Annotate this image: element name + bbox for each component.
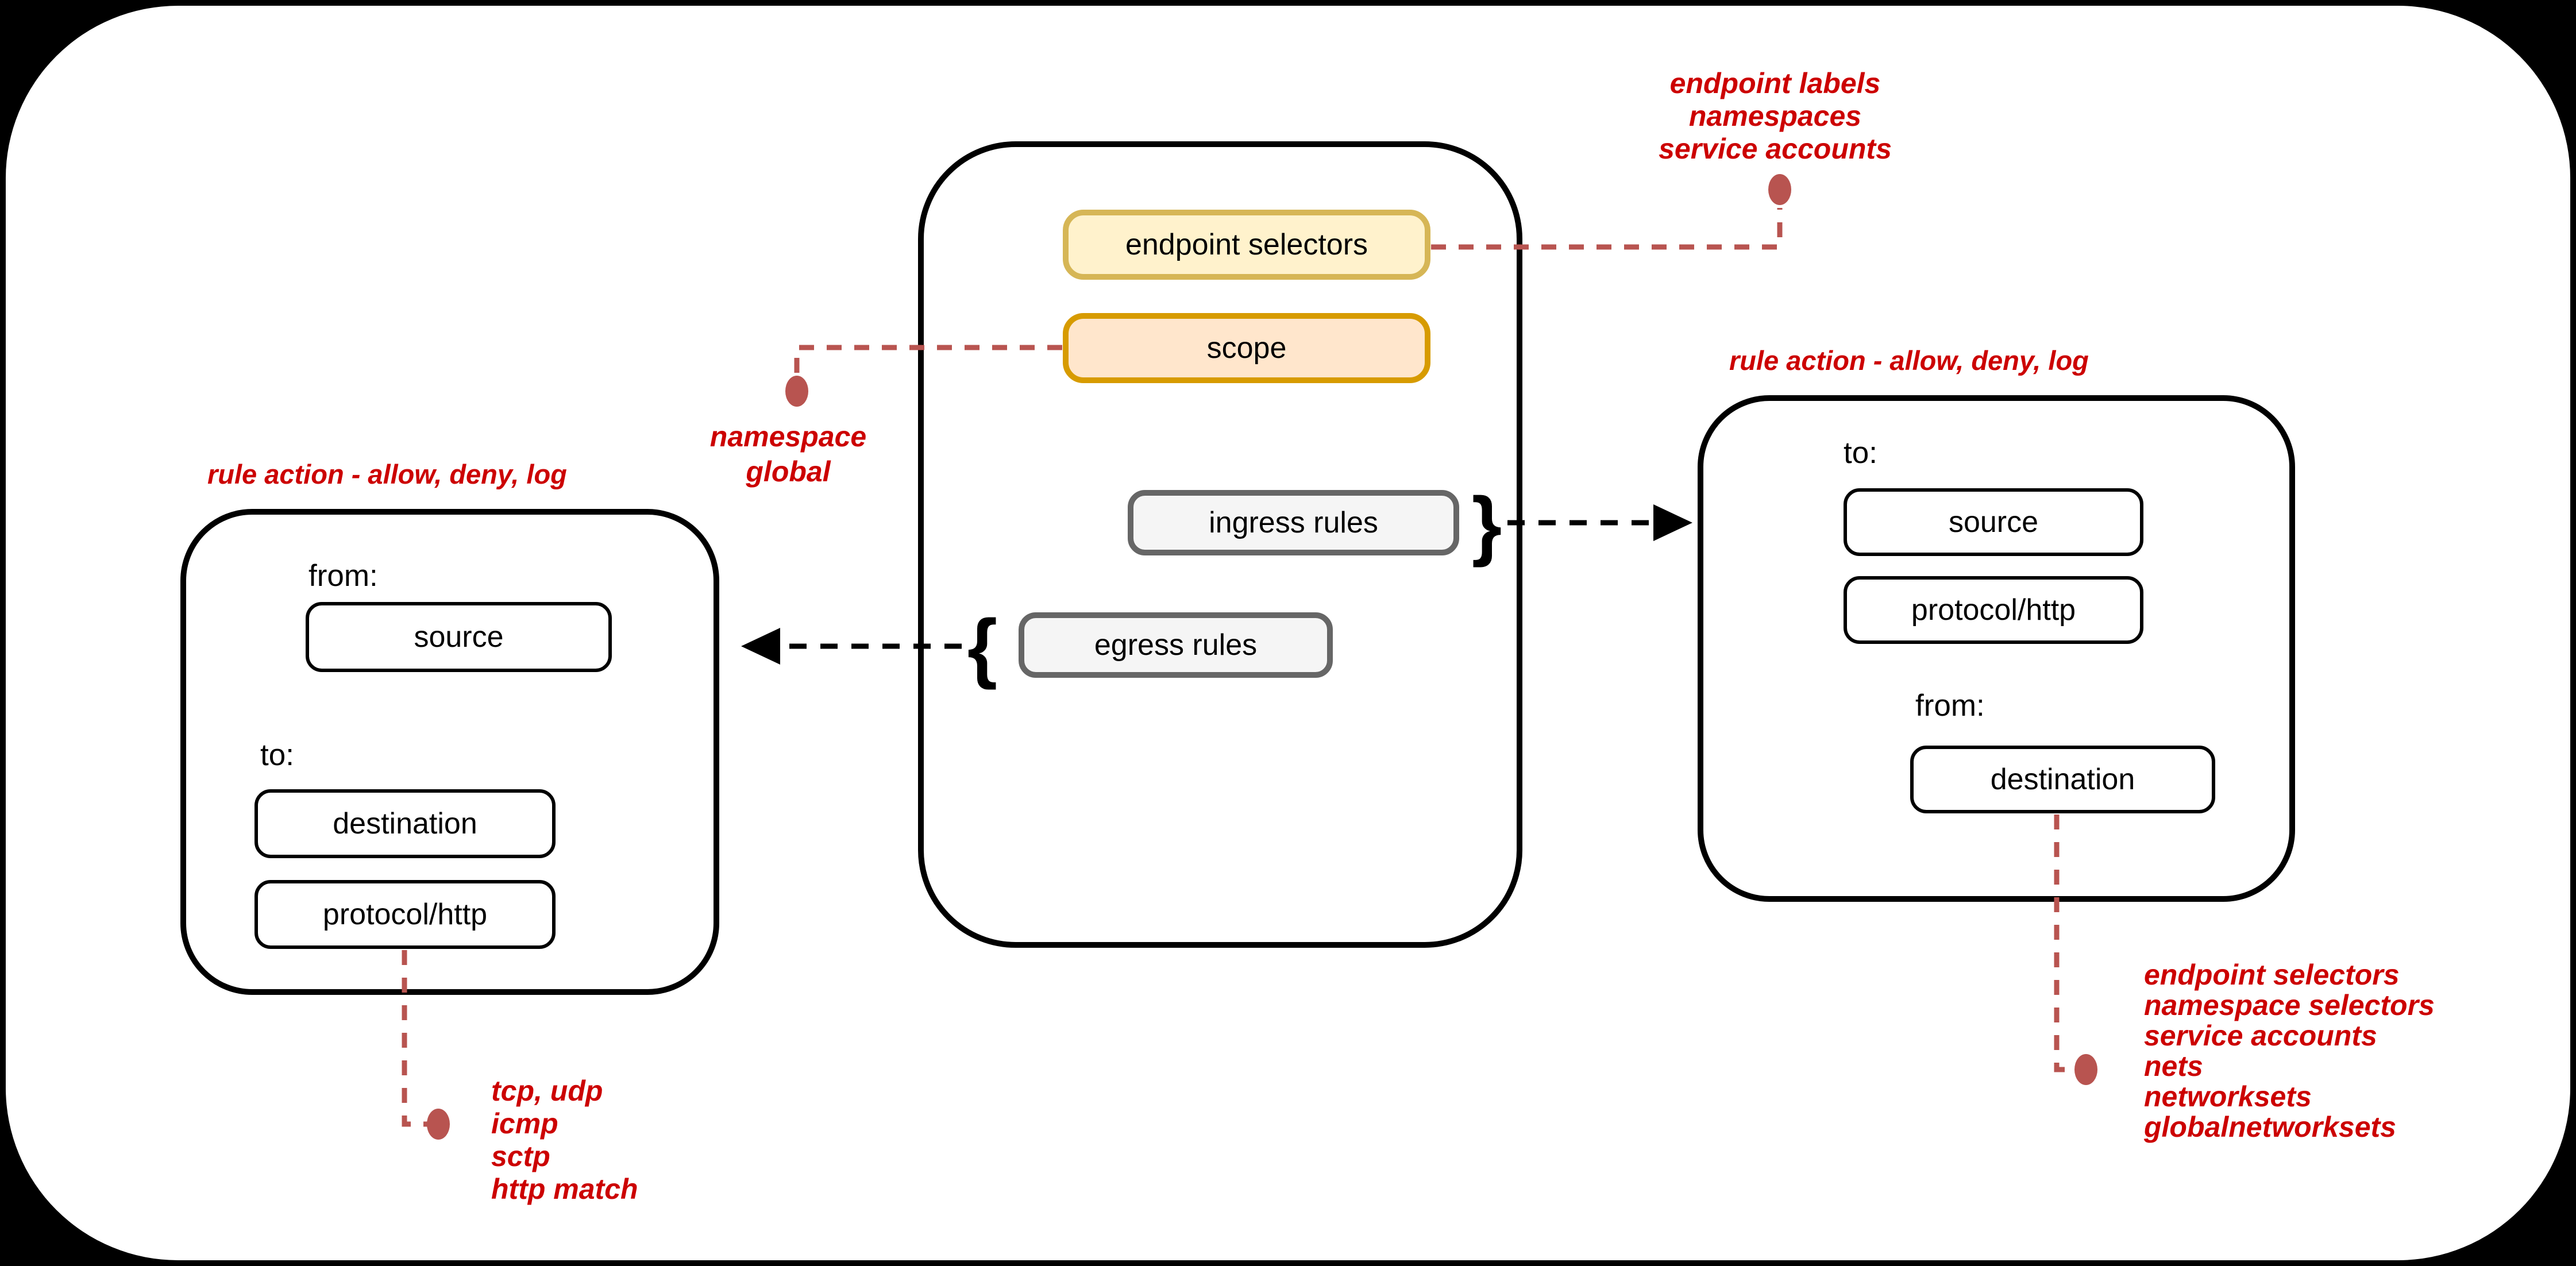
connector-dot bbox=[1768, 174, 1791, 205]
egress-destination-label: destination bbox=[333, 807, 477, 840]
egress-destination-box: destination bbox=[254, 789, 556, 858]
egress-protocol-label: protocol/http bbox=[322, 898, 488, 931]
ingress-arrow bbox=[1507, 504, 1692, 541]
egress-to-label: to: bbox=[260, 738, 294, 772]
egress-source-label: source bbox=[414, 620, 504, 654]
arrowhead-left bbox=[741, 628, 780, 665]
connector-dot bbox=[427, 1109, 450, 1140]
destination-note: endpoint selectors namespace selectors s… bbox=[2144, 959, 2435, 1143]
egress-rules-box: egress rules bbox=[1019, 612, 1333, 678]
ingress-brace-glyph: } bbox=[1471, 481, 1502, 568]
ingress-protocol-box: protocol/http bbox=[1844, 576, 2143, 644]
ingress-source-label: source bbox=[1948, 505, 2039, 539]
egress-from-label: from: bbox=[308, 559, 378, 593]
endpoint-selectors-note: endpoint labels namespaces service accou… bbox=[1659, 67, 1892, 165]
endpoint-selectors-label: endpoint selectors bbox=[1125, 228, 1368, 261]
ingress-detail-container bbox=[1698, 395, 2295, 902]
endpoint-selectors-box: endpoint selectors bbox=[1063, 210, 1430, 280]
ingress-destination-box: destination bbox=[1910, 746, 2215, 813]
egress-rule-action-title: rule action - allow, deny, log bbox=[207, 459, 567, 489]
ingress-to-label: to: bbox=[1844, 436, 1877, 470]
scope-note: namespace global bbox=[709, 420, 867, 488]
egress-brace-glyph: { bbox=[967, 603, 998, 690]
ingress-from-label: from: bbox=[1915, 689, 1985, 723]
diagram-canvas: endpoint selectors scope ingress rules e… bbox=[6, 6, 2570, 1260]
scope-label: scope bbox=[1206, 331, 1287, 365]
egress-protocol-box: protocol/http bbox=[254, 880, 556, 949]
egress-source-box: source bbox=[306, 602, 612, 672]
ingress-rules-box: ingress rules bbox=[1128, 490, 1459, 555]
ingress-source-box: source bbox=[1844, 488, 2143, 556]
egress-rules-label: egress rules bbox=[1094, 628, 1258, 662]
ingress-destination-label: destination bbox=[1990, 763, 2135, 796]
protocol-note: tcp, udp icmp sctp http match bbox=[491, 1075, 638, 1205]
scope-box: scope bbox=[1063, 313, 1430, 383]
connector-dot bbox=[2074, 1054, 2097, 1085]
arrowhead-right bbox=[1653, 504, 1692, 541]
connector-dot bbox=[785, 376, 808, 407]
ingress-rule-action-title: rule action - allow, deny, log bbox=[1729, 345, 2089, 376]
ingress-protocol-label: protocol/http bbox=[1911, 593, 2076, 627]
ingress-rules-label: ingress rules bbox=[1209, 506, 1378, 539]
